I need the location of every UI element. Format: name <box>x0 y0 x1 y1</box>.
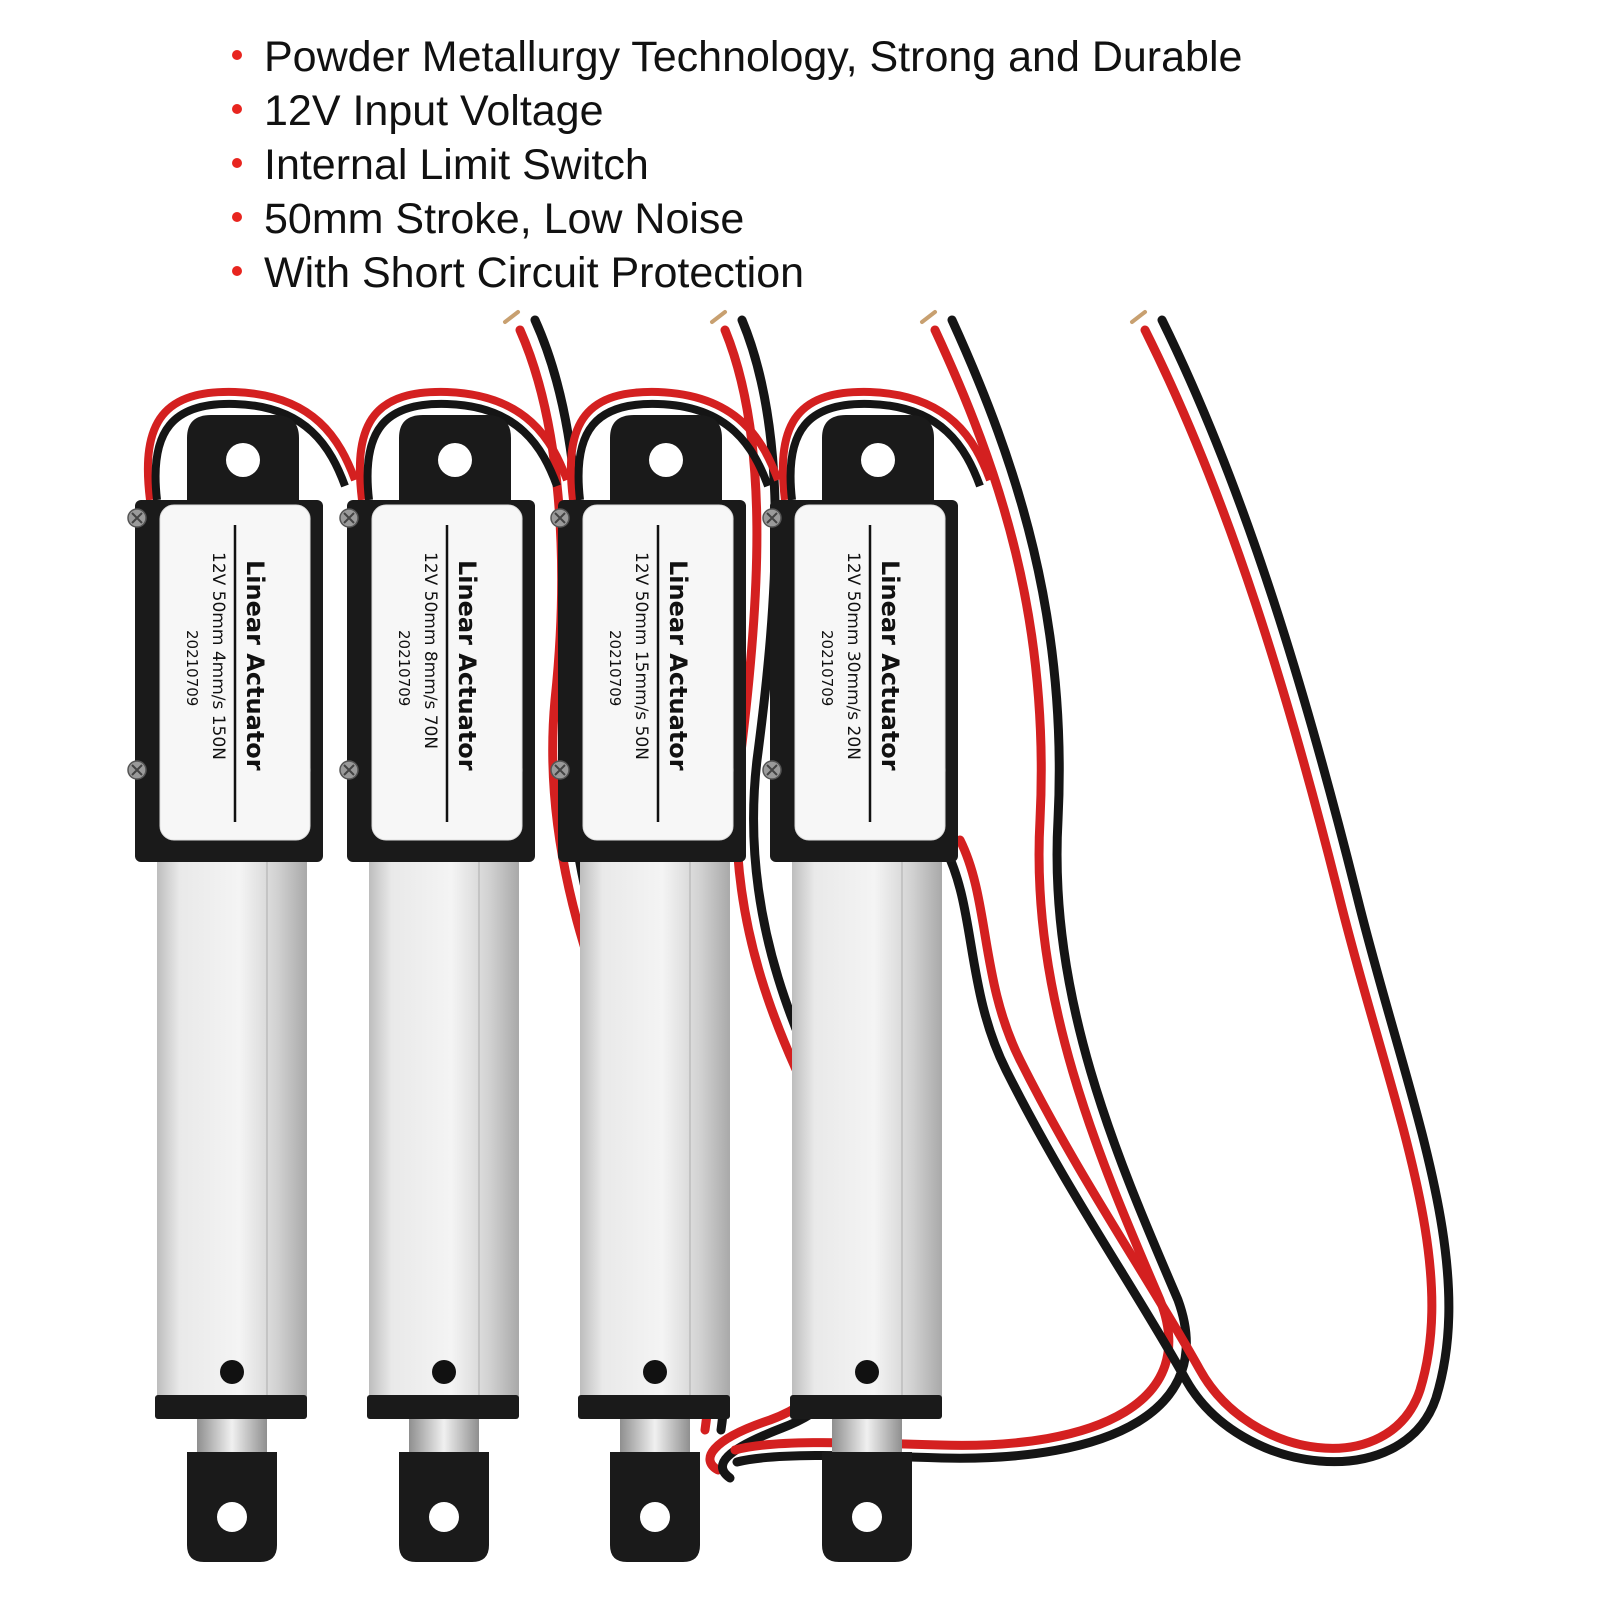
feature-text: 50mm Stroke, Low Noise <box>264 195 745 243</box>
feature-item: With Short Circuit Protection <box>232 246 1242 300</box>
mounting-hole <box>226 443 260 477</box>
wire-red <box>355 387 571 501</box>
wire-black <box>151 399 349 501</box>
wire-red <box>143 387 359 501</box>
rod-end-hole <box>429 1502 459 1532</box>
linear-actuator: Linear Actuator 12V 50mm 4mm/s 150N 202107… <box>127 387 359 1562</box>
actuator-tube <box>369 855 519 1400</box>
bullet-icon <box>232 104 242 114</box>
rod-end-hole <box>640 1502 670 1532</box>
feature-text: 12V Input Voltage <box>264 87 604 135</box>
piston-rod <box>197 1419 267 1453</box>
bullet-icon <box>232 212 242 222</box>
piston-rod <box>832 1419 902 1453</box>
tube-screw-hole <box>220 1360 244 1384</box>
wire-black <box>941 315 1454 1467</box>
mounting-hole <box>438 443 472 477</box>
wire-red <box>778 387 994 501</box>
linear-actuator: Linear Actuator 12V 50mm 15mm/s 50N 202107… <box>550 387 782 1562</box>
feature-text: With Short Circuit Protection <box>264 249 805 297</box>
wire-tip <box>503 310 1147 324</box>
feature-item: Internal Limit Switch <box>232 138 1242 192</box>
actuator-tube <box>792 855 942 1400</box>
wire-black <box>786 399 984 501</box>
label-spec: 12V 50mm 30mm/s 20N <box>843 552 863 760</box>
piston-rod <box>620 1419 690 1453</box>
wire-red <box>955 325 1437 1453</box>
tube-screw-hole <box>643 1360 667 1384</box>
bullet-icon <box>232 266 242 276</box>
tube-screw-hole <box>855 1360 879 1384</box>
feature-item: 50mm Stroke, Low Noise <box>232 192 1242 246</box>
screw-icon <box>339 508 359 528</box>
actuator-group: Linear Actuator 12V 50mm 4mm/s 150N 202107… <box>127 387 994 1562</box>
rod-end-hole <box>852 1502 882 1532</box>
actuator-tube <box>580 855 730 1400</box>
end-cap <box>578 1395 730 1419</box>
label-date: 20210709 <box>395 630 413 706</box>
label-spec: 12V 50mm 4mm/s 150N <box>208 552 228 760</box>
label-title: Linear Actuator <box>453 560 481 771</box>
label-spec: 12V 50mm 8mm/s 70N <box>420 552 440 749</box>
wire-black <box>363 399 561 501</box>
tube-screw-hole <box>432 1360 456 1384</box>
end-cap <box>155 1395 307 1419</box>
wire-black <box>574 399 772 501</box>
wire-red <box>730 325 1174 1455</box>
piston-rod <box>409 1419 479 1453</box>
mounting-hole <box>861 443 895 477</box>
bullet-icon <box>232 158 242 168</box>
screw-icon <box>550 760 570 780</box>
feature-list: Powder Metallurgy Technology, Strong and… <box>232 30 1242 300</box>
label-spec: 12V 50mm 15mm/s 50N <box>631 552 651 760</box>
actuator-tube <box>157 855 307 1400</box>
screw-icon <box>550 508 570 528</box>
label-date: 20210709 <box>818 630 836 706</box>
screw-icon <box>127 508 147 528</box>
feature-text: Powder Metallurgy Technology, Strong and… <box>264 33 1243 81</box>
wire-red <box>566 387 782 501</box>
label-title: Linear Actuator <box>241 560 269 771</box>
label-date: 20210709 <box>606 630 624 706</box>
label-title: Linear Actuator <box>664 560 692 771</box>
rod-end-hole <box>217 1502 247 1532</box>
feature-item: Powder Metallurgy Technology, Strong and… <box>232 30 1242 84</box>
label-date: 20210709 <box>183 630 201 706</box>
linear-actuator: Linear Actuator 12V 50mm 30mm/s 20N 202107… <box>762 387 994 1562</box>
feature-item: 12V Input Voltage <box>232 84 1242 138</box>
label-title: Linear Actuator <box>876 560 904 771</box>
end-cap <box>790 1395 942 1419</box>
linear-actuator: Linear Actuator 12V 50mm 8mm/s 70N 2021070… <box>339 387 571 1562</box>
screw-icon <box>762 508 782 528</box>
screw-icon <box>339 760 359 780</box>
screw-icon <box>762 760 782 780</box>
mounting-hole <box>649 443 683 477</box>
bullet-icon <box>232 50 242 60</box>
feature-text: Internal Limit Switch <box>264 141 649 189</box>
end-cap <box>367 1395 519 1419</box>
wire-black <box>732 315 1191 1467</box>
screw-icon <box>127 760 147 780</box>
